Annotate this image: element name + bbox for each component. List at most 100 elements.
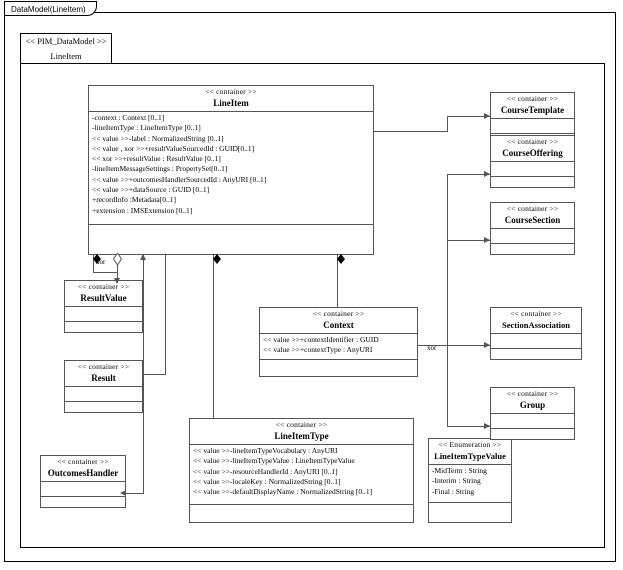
connector-coursetemplate-h bbox=[447, 116, 490, 117]
class-title: CourseOffering bbox=[502, 148, 563, 158]
class-stereotype: << Enumeration >> bbox=[438, 440, 502, 449]
class-operations-lineitem bbox=[89, 225, 373, 227]
diagram-frame-tab: DataModel(LineItem) bbox=[4, 1, 97, 16]
attribute-row: << value , xor >>+resultValueSourcedId :… bbox=[92, 143, 255, 153]
class-stereotype: << container >> bbox=[77, 282, 130, 291]
package-name: LineItem bbox=[50, 51, 82, 61]
class-title: LineItemTypeValue bbox=[434, 451, 506, 461]
connector-xor-bridge bbox=[93, 272, 118, 273]
class-attributes-coursesection bbox=[491, 229, 574, 244]
class-attributes-courseoffering bbox=[491, 162, 574, 177]
connector-lineitem-outcomeshandler-v bbox=[143, 254, 144, 493]
class-header-context: << container >> Context bbox=[260, 308, 417, 334]
class-box-outcomeshandler[interactable]: << container >> OutcomesHandler bbox=[40, 455, 126, 508]
class-header-coursetemplate: << container >> CourseTemplate bbox=[491, 93, 574, 119]
attribute-row: -Interim : String bbox=[432, 476, 481, 486]
class-operations-sectionassociation bbox=[491, 349, 581, 361]
attribute-row: -context : Context [0..1] bbox=[92, 113, 165, 122]
connector-lineitem-context bbox=[337, 254, 338, 307]
class-title: LineItem bbox=[213, 98, 249, 108]
class-attributes-lineitem: -context : Context [0..1] -lineItemType … bbox=[89, 112, 373, 225]
arrowhead-courseoffering bbox=[484, 171, 490, 177]
package-stereotype: << PIM_DataModel >> bbox=[25, 36, 107, 46]
class-box-sectionassociation[interactable]: << container >> SectionAssociation bbox=[490, 307, 582, 360]
arrowhead-group bbox=[484, 423, 490, 429]
class-operations-outcomeshandler bbox=[41, 497, 125, 509]
class-operations-group bbox=[491, 429, 574, 441]
aggregation-diamond-resultvalue bbox=[113, 253, 122, 266]
package-tab-pim-datamodel[interactable]: << PIM_DataModel >> LineItem bbox=[20, 33, 112, 64]
class-operations-courseoffering bbox=[491, 177, 574, 189]
attribute-row: -lineItemType : LineItemType [0..1] bbox=[92, 123, 201, 133]
class-stereotype: << container >> bbox=[275, 420, 328, 429]
package-body-pim-datamodel bbox=[20, 63, 605, 548]
class-header-group: << container >> Group bbox=[491, 388, 574, 414]
attribute-row: << value >>-defaultDisplayName : Normali… bbox=[193, 487, 373, 497]
class-header-resultvalue: << container >> ResultValue bbox=[65, 281, 142, 307]
composition-diamond-context bbox=[337, 254, 345, 266]
class-header-coursesection: << container >> CourseSection bbox=[491, 203, 574, 229]
connector-sectionassociation-h bbox=[447, 345, 490, 346]
class-stereotype: << container >> bbox=[506, 389, 559, 398]
class-box-group[interactable]: << container >> Group bbox=[490, 387, 575, 440]
class-attributes-sectionassociation bbox=[491, 334, 581, 349]
class-attributes-lineitemtypevalue: -MidTerm : String -Interim : String -Fin… bbox=[429, 465, 511, 503]
arrowhead-resultvalue bbox=[114, 278, 120, 284]
class-header-lineitemtypevalue: << Enumeration >> LineItemTypeValue bbox=[429, 439, 511, 465]
connector-group-h bbox=[447, 426, 490, 427]
connector-context-spine-v bbox=[447, 174, 448, 426]
connector-coursesection-h bbox=[447, 240, 490, 241]
class-box-courseoffering[interactable]: << container >> CourseOffering bbox=[490, 135, 575, 188]
class-box-resultvalue[interactable]: << container >> ResultValue bbox=[64, 280, 143, 333]
class-title: Result bbox=[91, 373, 116, 383]
class-operations-coursesection bbox=[491, 244, 574, 256]
class-header-lineitemtype: << container >> LineItemType bbox=[190, 419, 413, 445]
class-header-result: << container >> Result bbox=[65, 361, 142, 387]
class-box-context[interactable]: << container >> Context << value >>+cont… bbox=[259, 307, 418, 377]
class-stereotype: << container >> bbox=[510, 309, 562, 318]
class-box-lineitem[interactable]: << container >> LineItem -context : Cont… bbox=[88, 85, 374, 255]
class-attributes-resultvalue bbox=[65, 307, 142, 322]
class-stereotype: << container >> bbox=[57, 457, 109, 466]
xor-label-right: xor bbox=[427, 344, 437, 352]
attribute-row: -lineItemMessageSettings : PropertySet[0… bbox=[92, 164, 228, 174]
connector-outcomeshandler-h bbox=[126, 493, 144, 494]
attribute-row: +recordInfo :Metadata[0..1] bbox=[92, 195, 176, 205]
arrowhead-outcomeshandler bbox=[120, 490, 126, 496]
class-title: ResultValue bbox=[80, 293, 127, 303]
class-attributes-coursetemplate bbox=[491, 119, 574, 134]
class-box-coursesection[interactable]: << container >> CourseSection bbox=[490, 202, 575, 255]
class-stereotype: << container >> bbox=[506, 137, 559, 146]
attribute-row: << value >>+contextIdentifier : GUID bbox=[263, 335, 379, 344]
connector-lineitem-right-h bbox=[373, 131, 447, 132]
class-title: CourseSection bbox=[504, 215, 561, 225]
arrowhead-lineitem-from-below bbox=[140, 254, 146, 260]
class-stereotype: << container >> bbox=[506, 94, 559, 103]
class-header-sectionassociation: << container >> SectionAssociation bbox=[491, 308, 581, 334]
attribute-row: -Final : String bbox=[432, 486, 475, 496]
composition-diamond-resultvalue bbox=[93, 254, 101, 266]
composition-diamond-lineitemtype bbox=[213, 254, 221, 266]
attribute-row: << value >>-localeKey : NormalizedString… bbox=[193, 476, 341, 486]
class-box-result[interactable]: << container >> Result bbox=[64, 360, 143, 413]
class-operations-result bbox=[65, 402, 142, 414]
class-header-outcomeshandler: << container >> OutcomesHandler bbox=[41, 456, 125, 482]
attribute-row: << value >>-resourceHandlerId : AnyURI [… bbox=[193, 466, 338, 476]
connector-xor-to-resultvalue bbox=[117, 272, 118, 280]
class-box-lineitemtypevalue[interactable]: << Enumeration >> LineItemTypeValue -Mid… bbox=[428, 438, 512, 523]
arrowhead-sectionassociation bbox=[484, 342, 490, 348]
class-title: OutcomesHandler bbox=[47, 468, 119, 478]
connector-context-right-h bbox=[418, 345, 447, 346]
attribute-row: << value >>-lineItemTypeVocabulary : Any… bbox=[193, 446, 338, 455]
arrowhead-coursetemplate bbox=[484, 113, 490, 119]
class-title: SectionAssociation bbox=[502, 320, 570, 330]
connector-lineitem-lineitemtype bbox=[213, 254, 214, 418]
class-attributes-lineitemtype: << value >>-lineItemTypeVocabulary : Any… bbox=[190, 445, 413, 505]
class-header-courseoffering: << container >> CourseOffering bbox=[491, 136, 574, 162]
attribute-row: << value >>+contextType : AnyURI bbox=[263, 345, 373, 355]
attribute-row: << xor >>+resultValue : ResultValue [0..… bbox=[92, 154, 221, 164]
class-box-lineitemtype[interactable]: << container >> LineItemType << value >>… bbox=[189, 418, 414, 523]
connector-result-h bbox=[140, 374, 166, 375]
arrowhead-coursesection bbox=[484, 237, 490, 243]
